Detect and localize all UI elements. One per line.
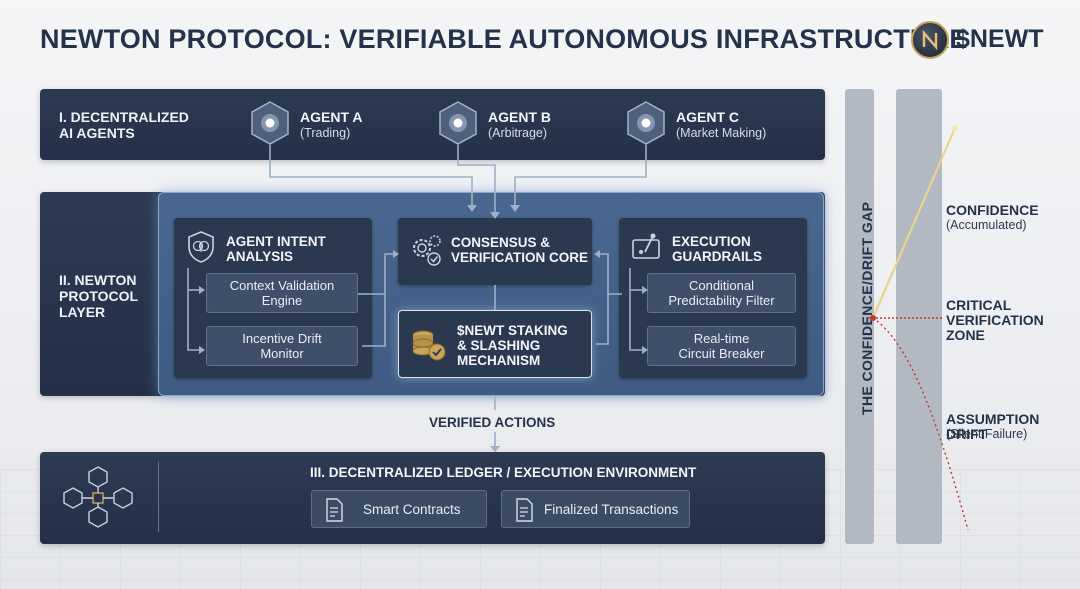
confidence-peak <box>952 125 958 131</box>
ledger-divider <box>158 462 159 532</box>
staking-slashing-title: $NEWT STAKING & SLASHING MECHANISM <box>457 323 568 368</box>
critical-zone-title: CRITICAL VERIFICATION ZONE <box>946 297 1044 343</box>
blockchain-cubes-icon <box>63 466 133 528</box>
verified-actions-label: VERIFIED ACTIONS <box>429 415 556 430</box>
page-title: NEWTON PROTOCOL: VERIFIABLE AUTONOMOUS I… <box>40 24 968 54</box>
agent-node-icon <box>251 101 289 145</box>
gap-label-bar <box>845 89 874 544</box>
agent-b: AGENT B (Arbitrage) <box>438 101 588 145</box>
newt-logo-icon <box>911 21 949 59</box>
brain-shield-icon <box>188 231 214 263</box>
drift-sub: (Silent Failure) <box>946 427 1028 441</box>
document-icon <box>516 498 533 522</box>
agent-node-icon <box>627 101 665 145</box>
smart-contracts-item: Smart Contracts <box>311 490 487 528</box>
confidence-sub: (Accumulated) <box>946 218 1027 232</box>
execution-guardrails-title: EXECUTION GUARDRAILS <box>672 234 762 264</box>
protocol-layer-label: II. NEWTON PROTOCOL LAYER <box>59 272 139 320</box>
agents-layer-label: I. DECENTRALIZED AI AGENTS <box>59 109 189 141</box>
agent-c: AGENT C (Market Making) <box>626 101 776 145</box>
ledger-layer-title: III. DECENTRALIZED LEDGER / EXECUTION EN… <box>310 465 697 480</box>
finalized-transactions-item: Finalized Transactions <box>501 490 690 528</box>
consensus-core-title: CONSENSUS & VERIFICATION CORE <box>451 235 589 265</box>
staking-slashing-box: $NEWT STAKING & SLASHING MECHANISM <box>398 310 592 378</box>
token-label: $NEWT <box>956 25 1044 53</box>
confidence-title: CONFIDENCE <box>946 202 1039 218</box>
switch-toggle-icon <box>632 233 660 259</box>
coins-check-icon <box>412 330 446 361</box>
agent-a: AGENT A (Trading) <box>250 101 400 145</box>
agent-node-icon <box>439 101 477 145</box>
gears-check-icon <box>413 235 441 266</box>
drift-title: ASSUMPTION DRIFT <box>946 411 1040 442</box>
consensus-core-box: CONSENSUS & VERIFICATION CORE <box>398 218 592 285</box>
document-icon <box>326 498 343 522</box>
intent-analysis-title: AGENT INTENT ANALYSIS <box>226 234 326 264</box>
gap-chart-bar <box>896 89 942 544</box>
